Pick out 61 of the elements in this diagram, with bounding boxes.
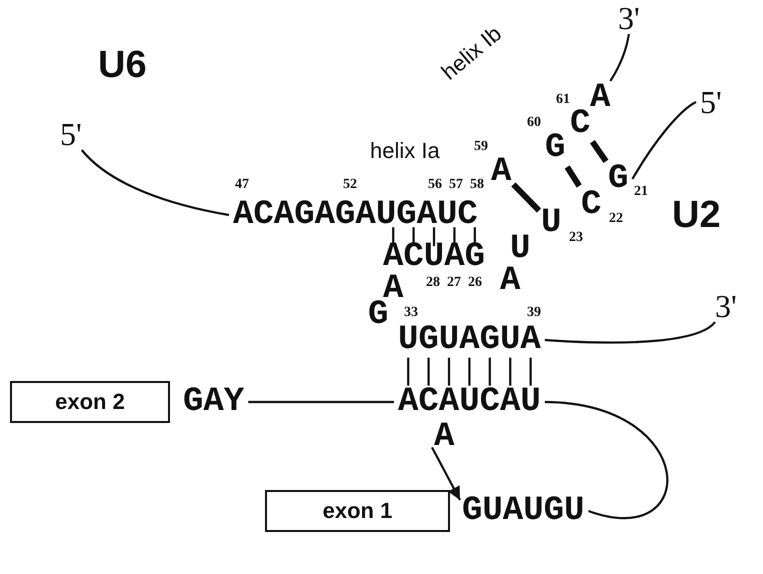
nucleotide-letter: G (545, 131, 566, 165)
base-pair-tick (530, 358, 532, 386)
position-number: 28 (426, 276, 440, 290)
position-number: 23 (569, 231, 583, 245)
base-pair-tick (468, 358, 471, 386)
rna-name: U6 (98, 46, 147, 84)
nucleotide-letter: A (434, 420, 454, 454)
nucleotide-letter: G (368, 298, 388, 332)
nucleotide-sequence: ACAGAGAUGAUC (233, 198, 478, 232)
position-number: 58 (470, 178, 484, 192)
helix-label: helix Ib (438, 22, 506, 84)
arrow (431, 446, 461, 501)
position-number: 52 (343, 178, 357, 192)
position-number: 27 (447, 276, 461, 290)
nucleotide-letter: C (570, 107, 590, 141)
nucleotide-sequence: ACAUCAU (398, 385, 541, 419)
nucleotide-sequence: UGUAGUA (398, 323, 541, 357)
backbone-line (248, 400, 394, 404)
base-pair-tick (432, 227, 436, 246)
helix-label: helix Ia (370, 140, 440, 162)
base-pair-line (511, 182, 542, 213)
backbone-line (631, 101, 697, 180)
position-number: 59 (474, 140, 488, 154)
exon-box: exon 2 (10, 381, 170, 423)
base-pair-tick (488, 358, 491, 386)
exon-box: exon 1 (265, 490, 450, 532)
base-pair-tick (428, 358, 430, 386)
nucleotide-sequence: GAY (183, 385, 244, 419)
position-number: 47 (235, 178, 249, 192)
position-number: 56 (428, 178, 442, 192)
nucleotide-letter: A (500, 264, 520, 298)
position-number: 33 (404, 306, 418, 320)
position-number: 26 (468, 276, 482, 290)
nucleotide-sequence: ACUAG (383, 240, 486, 274)
base-pair-line (590, 140, 608, 164)
nucleotide-letter: U (541, 206, 562, 240)
position-number: 60 (527, 116, 541, 130)
nucleotide-letter: U (510, 232, 530, 266)
base-pair-tick (407, 358, 410, 386)
base-pair-tick (448, 358, 450, 386)
base-pair-tick (509, 358, 512, 386)
position-number: 39 (527, 306, 541, 320)
backbone-line (609, 34, 630, 82)
backbone-line (80, 149, 230, 216)
position-number: 61 (556, 93, 570, 107)
nucleotide-letter: A (491, 155, 512, 189)
nucleotide-sequence: GUAUGU (462, 494, 584, 528)
strand-end-label: 3' (618, 2, 640, 34)
rna-name: U2 (672, 196, 721, 234)
position-number: 21 (634, 185, 648, 199)
strand-end-label: 3' (715, 290, 737, 322)
backbone-line (544, 321, 716, 344)
position-number: 57 (449, 178, 463, 192)
base-pair-line (564, 165, 582, 188)
nucleotide-letter: A (590, 81, 610, 115)
nucleotide-letter: C (581, 188, 602, 222)
nucleotide-letter: G (608, 162, 628, 196)
backbone-line (544, 400, 668, 519)
position-number: 22 (609, 212, 623, 226)
strand-end-label: 5' (60, 118, 82, 150)
strand-end-label: 5' (700, 86, 722, 118)
